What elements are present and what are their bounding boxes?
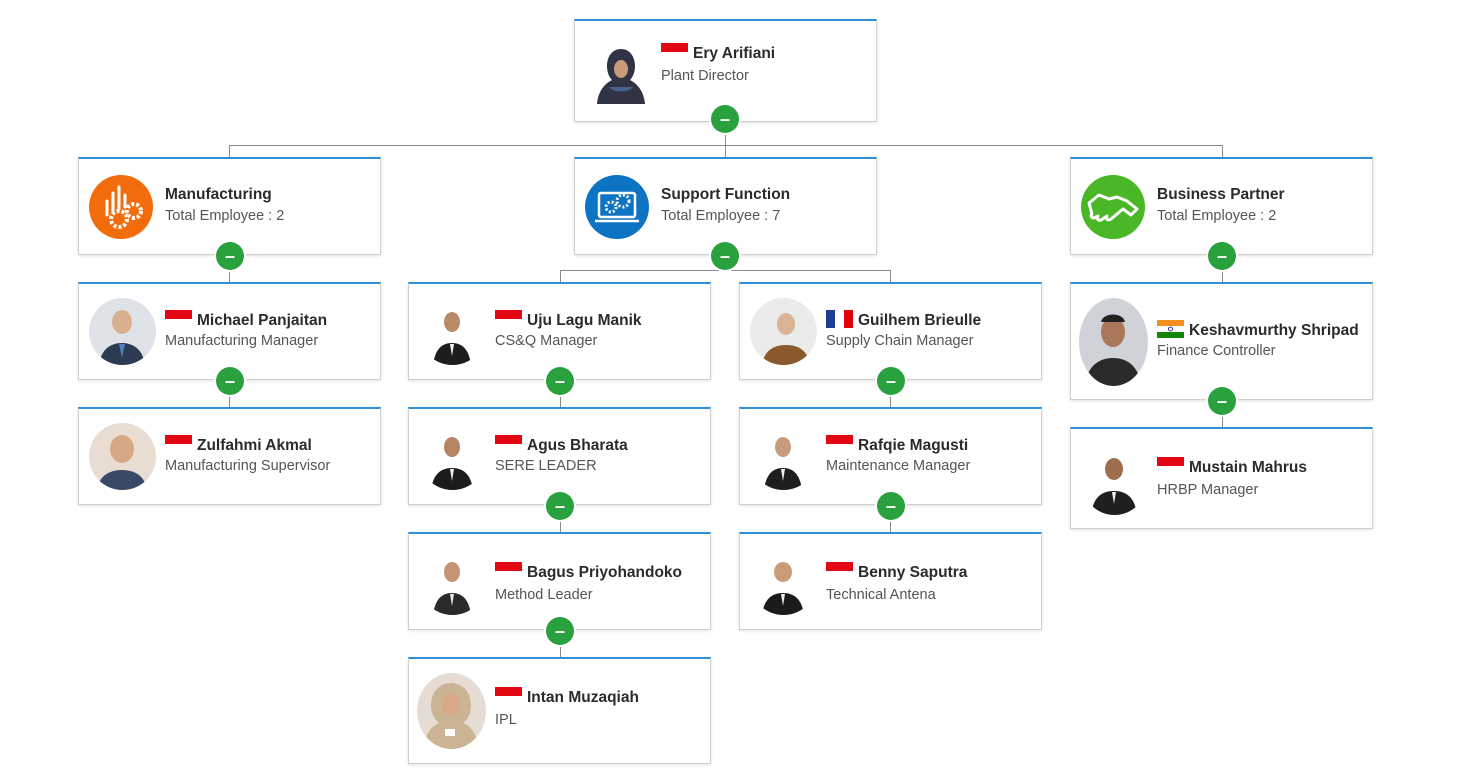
person-title: SERE LEADER [495,458,597,474]
org-node-person[interactable]: Agus Bharata SERE LEADER – [408,407,711,520]
avatar [1081,445,1148,515]
org-node-person[interactable]: Rafqie Magusti Maintenance Manager – [739,407,1042,520]
avatar [419,423,486,490]
collapse-button[interactable]: – [546,367,574,395]
collapse-button[interactable]: – [1208,242,1236,270]
collapse-button[interactable]: – [546,492,574,520]
collapse-button[interactable]: – [877,492,905,520]
avatar [89,298,156,365]
avatar [750,298,817,365]
collapse-button[interactable]: – [711,105,739,133]
person-title: Manufacturing Supervisor [165,458,331,474]
person-name: Bagus Priyohandoko [527,564,683,581]
org-node-person[interactable]: Bagus Priyohandoko Method Leader – [408,532,711,645]
department-name: Business Partner [1157,186,1285,203]
org-node-person[interactable]: Intan Muzaqiah IPL [408,657,711,764]
indonesia-flag-icon [826,435,853,453]
employee-count: Total Employee : 7 [661,208,781,224]
indonesia-flag-icon [165,310,192,328]
collapse-button[interactable]: – [216,367,244,395]
person-name: Agus Bharata [527,437,628,454]
person-title: Manufacturing Manager [165,333,319,349]
org-node-person[interactable]: Uju Lagu Manik CS&Q Manager – [408,282,711,395]
indonesia-flag-icon [826,562,853,580]
person-title: Finance Controller [1157,343,1276,359]
org-node-director[interactable]: Ery Arifiani Plant Director – [574,19,877,133]
indonesia-flag-icon [1157,457,1184,475]
employee-count: Total Employee : 2 [165,208,285,224]
collapse-button[interactable]: – [1208,387,1236,415]
person-name: Uju Lagu Manik [527,312,642,329]
avatar [750,548,817,615]
france-flag-icon [826,310,853,328]
org-node-person[interactable]: Keshavmurthy Shripad Finance Controller … [1070,282,1373,415]
person-title: HRBP Manager [1157,482,1259,498]
person-name: Mustain Mahrus [1189,459,1307,476]
indonesia-flag-icon [661,43,688,61]
person-title: Plant Director [661,68,749,84]
person-name: Benny Saputra [858,564,968,581]
avatar [419,548,486,615]
org-node-person[interactable]: Benny Saputra Technical Antena [739,532,1042,630]
person-title: Method Leader [495,587,593,603]
avatar [417,673,486,749]
avatar [89,423,156,490]
india-flag-icon [1157,320,1184,338]
indonesia-flag-icon [495,310,522,328]
indonesia-flag-icon [495,562,522,580]
collapse-button[interactable]: – [711,242,739,270]
person-title: Maintenance Manager [826,458,971,474]
indonesia-flag-icon [165,435,192,453]
person-title: IPL [495,712,517,728]
collapse-button[interactable]: – [546,617,574,645]
department-name: Support Function [661,186,791,203]
factory-gears-icon [89,175,153,239]
person-name: Guilhem Brieulle [858,312,982,329]
avatar [1079,298,1148,386]
department-name: Manufacturing [165,186,272,203]
org-node-person[interactable]: Zulfahmi Akmal Manufacturing Supervisor [78,407,381,505]
avatar [750,423,817,490]
person-name: Intan Muzaqiah [527,689,639,706]
org-node-person[interactable]: Mustain Mahrus HRBP Manager [1070,427,1373,529]
person-name: Rafqie Magusti [858,437,969,454]
person-title: Supply Chain Manager [826,333,974,349]
org-node-manufacturing[interactable]: Manufacturing Total Employee : 2 – [78,157,381,270]
person-name: Zulfahmi Akmal [197,437,312,454]
org-node-person[interactable]: Guilhem Brieulle Supply Chain Manager – [739,282,1042,395]
monitor-gears-icon [585,175,649,239]
collapse-button[interactable]: – [216,242,244,270]
indonesia-flag-icon [495,687,522,705]
org-node-support-function[interactable]: Support Function Total Employee : 7 – [574,157,877,270]
avatar [419,298,486,365]
person-name: Ery Arifiani [693,45,776,62]
person-name: Michael Panjaitan [197,312,328,329]
collapse-button[interactable]: – [877,367,905,395]
person-name: Keshavmurthy Shripad [1189,322,1359,339]
org-node-person[interactable]: Michael Panjaitan Manufacturing Manager … [78,282,381,395]
org-node-business-partner[interactable]: Business Partner Total Employee : 2 – [1070,157,1373,270]
employee-count: Total Employee : 2 [1157,208,1277,224]
person-title: CS&Q Manager [495,333,598,349]
indonesia-flag-icon [495,435,522,453]
avatar [595,45,647,107]
person-title: Technical Antena [826,587,936,603]
handshake-icon [1081,175,1145,239]
